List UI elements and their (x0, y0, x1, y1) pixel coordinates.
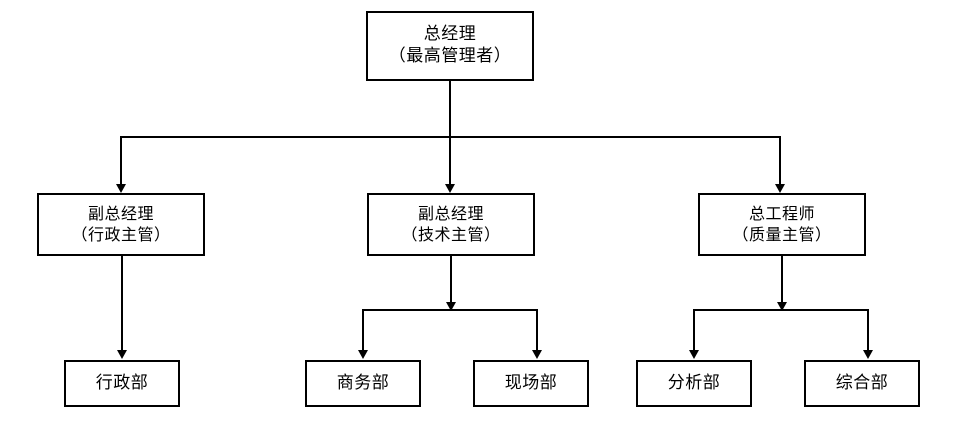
node-dept-general-label: 综合部 (835, 372, 889, 393)
connector-chief-eng-stem (781, 256, 783, 310)
node-dept-analysis[interactable]: 分析部 (636, 360, 752, 407)
arrowhead-chief-eng-split (777, 302, 787, 311)
connector-drop-dept-general (867, 309, 869, 352)
node-chief-engineer-line2: （质量主管） (732, 224, 832, 244)
connector-drop-chief-eng (779, 136, 781, 186)
node-dept-admin-label: 行政部 (95, 372, 149, 393)
node-dept-analysis-label: 分析部 (667, 372, 721, 393)
connector-drop-dept-business (362, 309, 364, 352)
node-chief-engineer[interactable]: 总工程师 （质量主管） (698, 193, 866, 256)
node-dept-business[interactable]: 商务部 (305, 360, 421, 407)
node-dept-business-label: 商务部 (336, 372, 390, 393)
node-vp-admin-line1: 副总经理 (87, 204, 154, 224)
arrowhead-dept-analysis (689, 350, 699, 359)
node-general-manager[interactable]: 总经理 （最高管理者） (366, 11, 534, 81)
arrowhead-vp-tech-split (446, 302, 456, 311)
connector-drop-dept-site (536, 309, 538, 352)
connector-vp-admin-to-dept-admin (121, 256, 123, 352)
connector-drop-vp-tech (449, 136, 451, 186)
arrowhead-chief-eng (775, 184, 785, 193)
connector-drop-vp-admin (120, 136, 122, 186)
arrowhead-dept-admin (117, 350, 127, 359)
arrowhead-dept-general (863, 350, 873, 359)
node-vp-admin-line2: （行政主管） (71, 224, 171, 244)
arrowhead-dept-business (358, 350, 368, 359)
node-vp-tech-line1: 副总经理 (417, 204, 484, 224)
node-general-manager-line2: （最高管理者） (388, 46, 512, 66)
arrowhead-dept-site (532, 350, 542, 359)
connector-drop-dept-analysis (693, 309, 695, 352)
node-vp-tech-line2: （技术主管） (401, 224, 501, 244)
node-general-manager-line1: 总经理 (423, 24, 477, 45)
node-chief-engineer-line1: 总工程师 (748, 204, 815, 224)
connector-gm-stem (449, 81, 451, 137)
node-vp-tech[interactable]: 副总经理 （技术主管） (367, 193, 535, 256)
node-dept-site[interactable]: 现场部 (473, 360, 589, 407)
arrowhead-vp-tech (445, 184, 455, 193)
node-dept-site-label: 现场部 (504, 372, 558, 393)
connector-level1-bus (121, 136, 781, 138)
node-vp-admin[interactable]: 副总经理 （行政主管） (37, 193, 205, 256)
node-dept-admin[interactable]: 行政部 (64, 360, 180, 407)
connector-vp-tech-stem (450, 256, 452, 310)
node-dept-general[interactable]: 综合部 (804, 360, 920, 407)
arrowhead-vp-admin (116, 184, 126, 193)
